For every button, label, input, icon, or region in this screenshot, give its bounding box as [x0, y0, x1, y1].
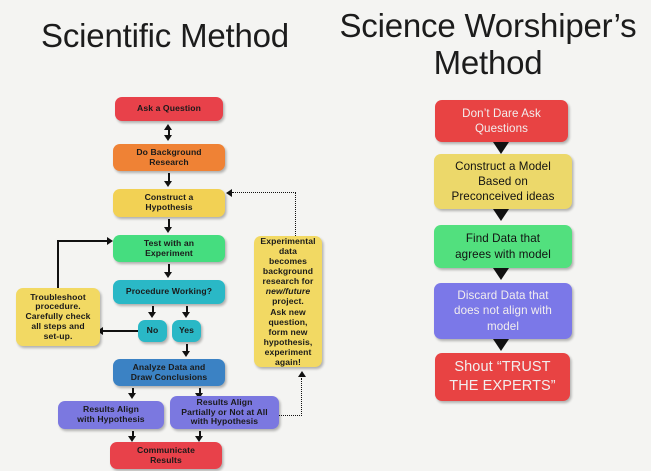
- connector-discard-to-shout-arrow: [493, 339, 509, 351]
- connector-find-to-discard-arrow: [493, 268, 509, 280]
- experimental-line-3: becomes: [269, 255, 307, 266]
- node-shout-trust-the-experts[interactable]: Shout “TRUST THE EXPERTS”: [435, 353, 570, 401]
- node-label: Construct a Model Based on Preconceived …: [451, 159, 555, 204]
- node-label: Results Align with Hypothesis: [77, 404, 145, 424]
- connector-procedure-to-yes: [185, 306, 188, 313]
- node-construct-a-model[interactable]: Construct a Model Based on Preconceived …: [434, 154, 572, 209]
- node-label: Test with an Experiment: [143, 237, 195, 258]
- page-title-right-line2: Method: [433, 43, 543, 81]
- connector-ask-to-background-arrow-down: [164, 135, 172, 141]
- experimental-line-5: research for: [262, 276, 314, 287]
- experimental-line-2: data: [278, 245, 298, 256]
- node-results-partial[interactable]: Results Align Partially or Not at All wi…: [170, 396, 279, 429]
- connector-align-to-communicate: [131, 431, 134, 437]
- connector-partial-to-communicate-arrow: [195, 436, 203, 442]
- connector-yes-to-analyze: [185, 344, 188, 352]
- experimental-line-8: Ask new: [270, 306, 306, 317]
- node-yes[interactable]: Yes: [172, 320, 201, 342]
- connector-experimental-to-hypothesis-riser: [295, 192, 296, 236]
- experimental-line-6: new/future: [265, 286, 311, 297]
- experimental-line-10: form new: [268, 326, 308, 337]
- connector-procedure-to-no-arrow: [148, 312, 156, 318]
- connector-background-to-hypothesis: [167, 173, 170, 182]
- connector-ask-to-background-arrow-up: [164, 124, 172, 130]
- connector-partial-to-communicate: [198, 431, 201, 437]
- connector-yes-to-analyze-arrow: [182, 351, 190, 357]
- node-do-background-research[interactable]: Do Background Research: [113, 144, 225, 171]
- node-ask-a-question[interactable]: Ask a Question: [115, 97, 223, 121]
- node-label: Analyze Data and Draw Conclusions: [130, 361, 208, 382]
- experimental-line-13: again!: [275, 357, 301, 368]
- connector-troubleshoot-riser: [57, 240, 59, 288]
- node-label: Do Background Research: [136, 146, 202, 167]
- node-find-data[interactable]: Find Data that agrees with model: [434, 225, 572, 268]
- connector-partial-to-experimental-arrow: [297, 371, 306, 377]
- connector-procedure-to-yes-arrow: [182, 312, 190, 318]
- connector-align-to-communicate-arrow: [128, 436, 136, 442]
- connector-hypothesis-to-test-arrow: [164, 227, 172, 233]
- page-title-left: Scientific Method: [41, 17, 289, 54]
- node-label: Don’t Dare Ask Questions: [462, 106, 541, 135]
- page-title-right-line1: Science Worshiper’s: [339, 7, 637, 44]
- page-title-right: Science Worshiper’s Method: [332, 7, 644, 82]
- node-label: Results Align Partially or Not at All wi…: [181, 396, 268, 427]
- node-results-align[interactable]: Results Align with Hypothesis: [58, 401, 164, 429]
- node-label: Shout “TRUST THE EXPERTS”: [449, 358, 556, 394]
- node-construct-a-hypothesis[interactable]: Construct a Hypothesis: [113, 189, 225, 217]
- node-label: Troubleshoot procedure. Carefully check …: [25, 291, 91, 341]
- node-communicate-results[interactable]: Communicate Results: [110, 442, 222, 469]
- connector-hypothesis-to-test: [167, 219, 170, 228]
- connector-analyze-to-align-arrow: [128, 393, 136, 399]
- experimental-line-7: project.: [272, 296, 304, 307]
- connector-ask-to-background-line: [167, 129, 170, 136]
- node-label: Discard Data that does not align with mo…: [454, 289, 552, 333]
- experimental-line-1: Experimental: [260, 235, 316, 246]
- node-troubleshoot[interactable]: Troubleshoot procedure. Carefully check …: [16, 288, 100, 346]
- connector-partial-to-experimental-riser: [301, 378, 302, 416]
- node-discard-data[interactable]: Discard Data that does not align with mo…: [434, 283, 572, 339]
- node-test-with-an-experiment[interactable]: Test with an Experiment: [113, 235, 225, 262]
- node-analyze-data[interactable]: Analyze Data and Draw Conclusions: [113, 359, 225, 386]
- node-label: Communicate Results: [137, 444, 195, 465]
- connector-experimental-to-hypothesis-run: [232, 192, 296, 193]
- connector-background-to-hypothesis-arrow: [164, 181, 172, 187]
- node-procedure-working[interactable]: Procedure Working?: [113, 280, 225, 304]
- connector-procedure-to-no: [151, 306, 154, 313]
- connector-analyze-to-align: [131, 388, 134, 394]
- connector-partial-to-experimental-run: [279, 415, 302, 416]
- node-dont-dare-ask-questions[interactable]: Don’t Dare Ask Questions: [435, 100, 568, 142]
- connector-test-to-procedure-arrow: [164, 272, 172, 278]
- experimental-line-9: question,: [268, 316, 308, 327]
- connector-troubleshoot-to-test: [57, 240, 108, 242]
- experimental-line-11: hypothesis,: [263, 337, 313, 347]
- experimental-line-4: background: [262, 266, 314, 277]
- connector-no-to-troubleshoot: [103, 330, 138, 332]
- connector-troubleshoot-to-test-arrow: [107, 237, 113, 245]
- node-experimental-data[interactable]: Experimental data becomes background res…: [254, 236, 322, 367]
- connector-experimental-to-hypothesis-arrow: [226, 188, 232, 197]
- connector-analyze-to-partial: [198, 388, 201, 394]
- connector-dont-ask-to-construct-arrow: [493, 142, 509, 154]
- node-label: Find Data that agrees with model: [455, 232, 551, 261]
- connector-test-to-procedure: [167, 264, 170, 273]
- node-label: Construct a Hypothesis: [144, 192, 194, 212]
- node-no[interactable]: No: [138, 320, 167, 342]
- connector-no-to-troubleshoot-arrow: [97, 326, 103, 335]
- connector-construct-to-find-arrow: [493, 209, 509, 221]
- experimental-line-12: experiment: [264, 347, 312, 358]
